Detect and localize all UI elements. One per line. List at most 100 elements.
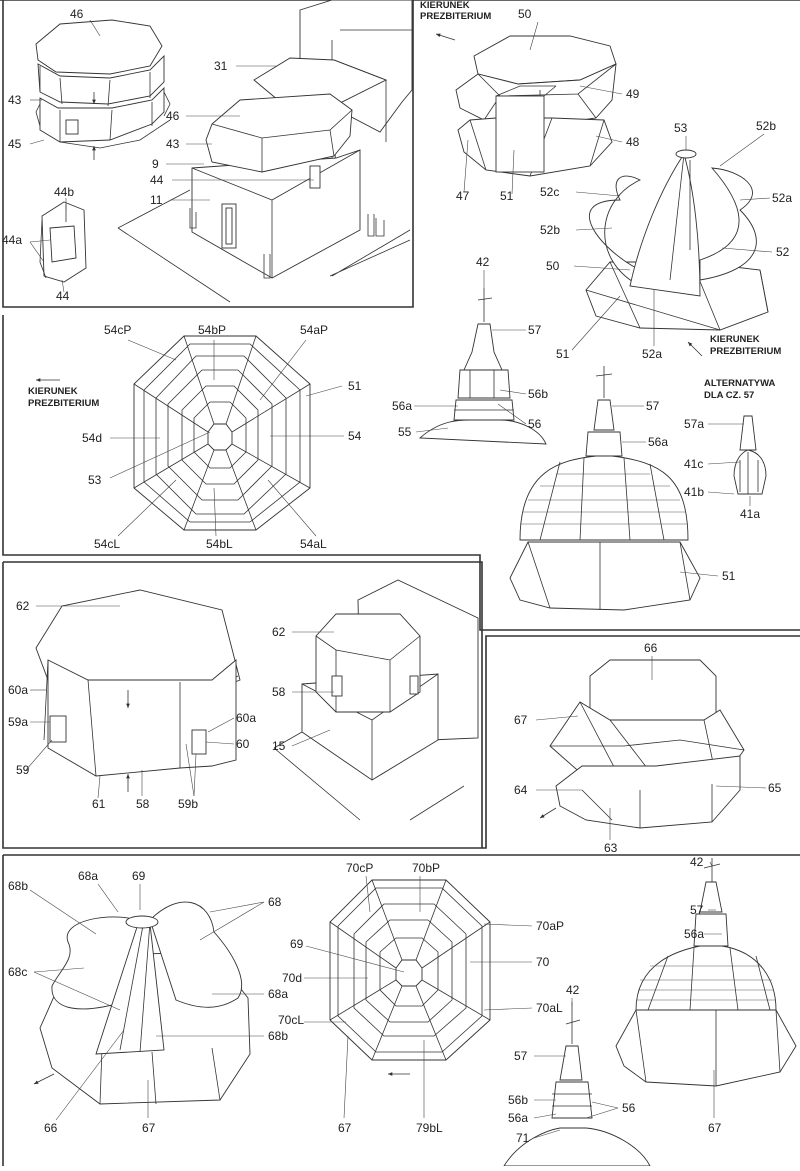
label-54bP: 54bP: [198, 323, 226, 337]
label-66: 66: [644, 641, 658, 655]
label-57: 57: [528, 323, 542, 337]
label-79bL: 79bL: [416, 1121, 443, 1135]
leader-line: [579, 85, 623, 95]
leader-line: [213, 487, 217, 537]
panel-11-spire: [503, 1002, 651, 1167]
leader-line: [199, 901, 265, 941]
leader-line: [97, 883, 119, 913]
label-64: 64: [514, 783, 528, 797]
leader-line: [97, 775, 101, 799]
panel-4-roof-plan-54: [36, 335, 311, 531]
label-41a: 41a: [740, 507, 760, 521]
label-52b: 52b: [540, 223, 560, 237]
label-52: 52: [776, 245, 790, 259]
note-prezbiterium-3: PREZBITERIUM: [28, 398, 99, 409]
label-42: 42: [476, 255, 490, 269]
leader-line: [193, 753, 197, 797]
label-51: 51: [348, 379, 362, 393]
leader-line: [209, 901, 265, 913]
part-labels: 46 43 45 44b 44a 44 31 46 43 9 44 11 50 …: [2, 7, 792, 1145]
leader-line: [33, 971, 121, 1011]
label-68b: 68b: [8, 879, 28, 893]
panel-6-big-dome: [509, 366, 767, 611]
label-54cL: 54cL: [94, 537, 120, 551]
leader-line: [483, 923, 533, 927]
label-55: 55: [398, 425, 412, 439]
leader-line: [109, 431, 211, 479]
leader-line: [571, 295, 621, 351]
note-prezbiterium-2: PREZBITERIUM: [710, 346, 781, 357]
leader-lines: [25, 19, 773, 1139]
label-68b: 68b: [268, 1029, 288, 1043]
label-70cL: 70cL: [278, 1013, 304, 1027]
panel-2-dome-base: [435, 33, 617, 177]
leader-line: [535, 715, 579, 721]
leader-line: [511, 149, 515, 195]
label-70aP: 70aP: [536, 919, 564, 933]
note-dla-cz-57: DLA CZ. 57: [704, 390, 754, 401]
leader-line: [707, 491, 735, 495]
leader-line: [739, 197, 771, 201]
leader-line: [305, 945, 405, 973]
label-58: 58: [272, 685, 286, 699]
label-42: 42: [690, 855, 704, 869]
leader-line: [205, 741, 235, 745]
part-46-cap: [35, 19, 163, 75]
label-54cP: 54cP: [104, 323, 131, 337]
leader-line: [305, 385, 343, 397]
leader-line: [55, 1029, 125, 1121]
leader-line: [365, 875, 371, 913]
label-60a: 60a: [236, 711, 256, 725]
leader-line: [679, 571, 719, 577]
label-57: 57: [514, 1049, 528, 1063]
label-50: 50: [518, 7, 532, 21]
leader-line: [61, 279, 65, 293]
label-67: 67: [142, 1121, 156, 1135]
leader-line: [185, 743, 195, 797]
label-67: 67: [708, 1121, 722, 1135]
leader-line: [207, 717, 235, 733]
label-54aP: 54aP: [300, 323, 328, 337]
leader-line: [89, 19, 101, 37]
label-53: 53: [674, 121, 688, 135]
label-51: 51: [722, 569, 736, 583]
label-59: 59: [16, 763, 30, 777]
label-71: 71: [516, 1131, 530, 1145]
label-52a: 52a: [642, 347, 662, 361]
label-68: 68: [268, 895, 282, 909]
label-59b: 59b: [178, 797, 198, 811]
label-44a: 44a: [2, 233, 22, 247]
leader-line: [591, 1101, 619, 1109]
label-48: 48: [626, 135, 640, 149]
label-62: 62: [272, 625, 286, 639]
leader-line: [529, 21, 539, 51]
leader-line: [127, 339, 177, 361]
label-56a: 56a: [392, 399, 412, 413]
label-56a: 56a: [684, 927, 704, 941]
note-kierunek-2: KIERUNEK: [710, 334, 760, 345]
label-15: 15: [272, 739, 286, 753]
leader-line: [415, 427, 449, 433]
label-56: 56: [528, 417, 542, 431]
panel-7-tower-body: [35, 579, 479, 821]
note-kierunek-3: KIERUNEK: [28, 386, 78, 397]
label-62: 62: [16, 599, 30, 613]
label-56a: 56a: [648, 435, 668, 449]
leader-line: [573, 265, 631, 271]
leader-line: [29, 239, 51, 243]
panel-9-petal-roof: [33, 901, 251, 1105]
label-49: 49: [626, 87, 640, 101]
label-54d: 54d: [82, 431, 102, 445]
leader-line: [533, 1113, 557, 1119]
label-51: 51: [556, 347, 570, 361]
label-54: 54: [348, 429, 362, 443]
leader-line: [267, 479, 317, 537]
label-43: 43: [8, 93, 22, 107]
leader-line: [595, 135, 623, 143]
leader-line: [343, 1035, 349, 1119]
note-kierunek-1: KIERUNEK: [420, 0, 470, 11]
label-41b: 41b: [684, 485, 704, 499]
label-70: 70: [536, 955, 550, 969]
label-52c: 52c: [540, 185, 559, 199]
